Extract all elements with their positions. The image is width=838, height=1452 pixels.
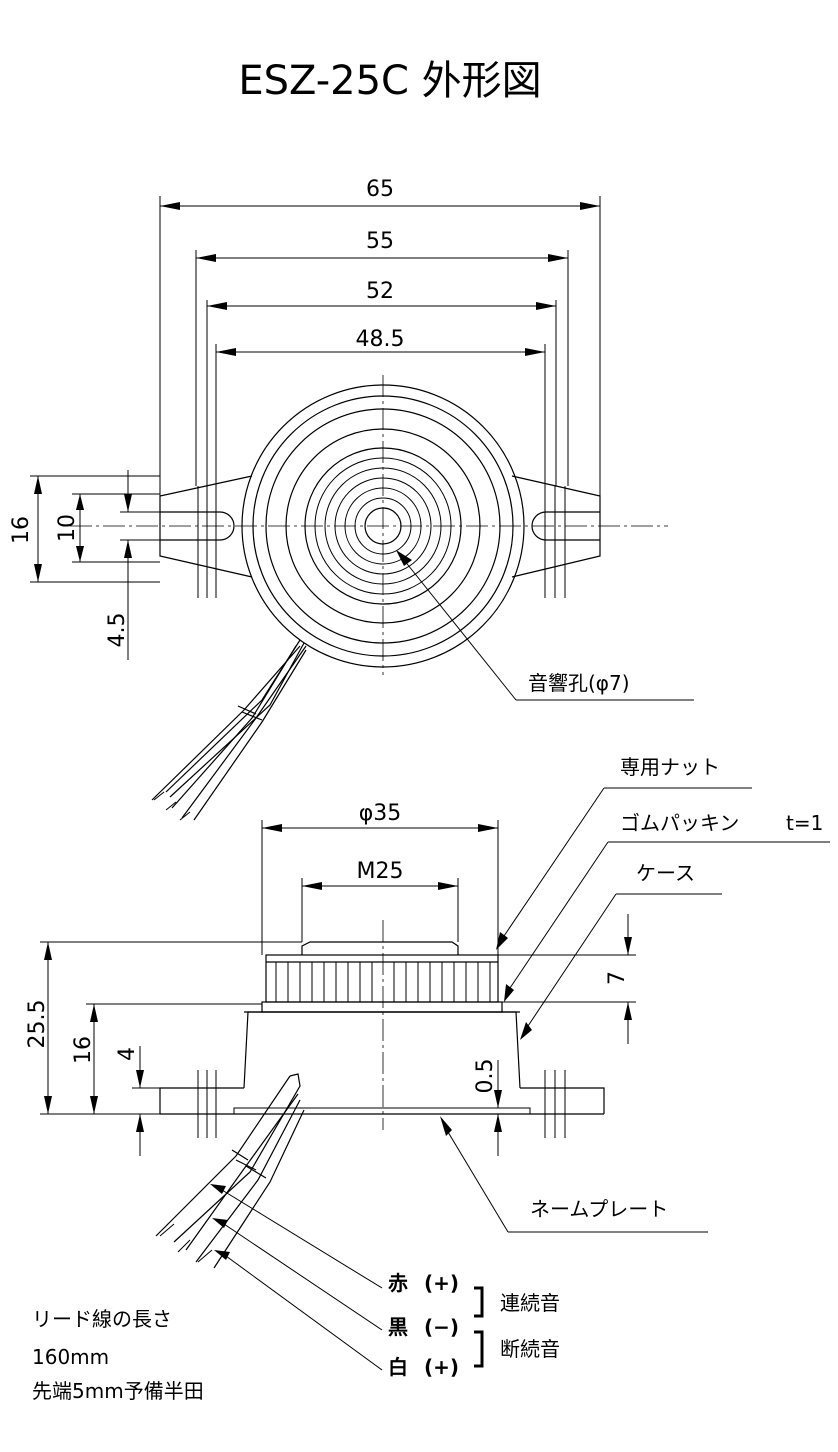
wire-red-label: 赤	[388, 1271, 408, 1295]
dim-7-label: 7	[605, 971, 630, 985]
top-view: 65 55 52 48.5	[9, 177, 694, 821]
dim-height-25-5: 25.5	[25, 941, 302, 1115]
lead-note-line2: 160mm	[32, 1345, 109, 1369]
lead-wires-top	[151, 639, 307, 821]
dim-m25-label: M25	[357, 859, 404, 884]
dim-16-side-label: 16	[71, 1036, 96, 1064]
continuous-tone-label: 連続音	[500, 1291, 560, 1315]
nut-knurl	[275, 962, 491, 1002]
dim-10-label: 10	[55, 514, 80, 542]
dim-55-label: 55	[366, 229, 394, 254]
dim-25-5-label: 25.5	[25, 1000, 50, 1049]
wire-leaders	[210, 1184, 383, 1371]
dim-65-label: 65	[366, 177, 394, 202]
wire-white-label: 白	[388, 1355, 408, 1379]
callout-nameplate: ネームプレート	[440, 1116, 708, 1233]
dim-width-52: 52	[206, 279, 557, 486]
callout-case: ケース	[520, 861, 722, 1040]
case-label: ケース	[636, 861, 695, 885]
dim-thread-m25: M25	[301, 859, 459, 942]
dim-diameter-35: φ35	[261, 801, 499, 955]
dim-0-5-label: 0.5	[473, 1059, 498, 1094]
dim-width-65: 65	[159, 177, 601, 496]
dim-height-16: 16	[9, 475, 160, 583]
intermittent-tone-label: 断続音	[500, 1337, 560, 1361]
dim-4-5-label: 4.5	[105, 613, 130, 648]
wire-labels: 赤 (+) 黒 (−) 白 (+) 連続音 断続音	[388, 1271, 560, 1379]
callout-nut: 専用ナット	[496, 755, 752, 950]
dim-width-48-5: 48.5	[215, 327, 546, 486]
dim-16-label: 16	[9, 516, 34, 544]
dim-height-10: 10	[55, 493, 160, 563]
lead-note-line1: リード線の長さ	[32, 1307, 172, 1331]
lead-wires-side	[155, 1073, 305, 1269]
packing-label: ゴムパッキン	[620, 811, 739, 835]
dim-52-label: 52	[366, 279, 394, 304]
nut-label: 専用ナット	[620, 755, 720, 779]
dim-4-label: 4	[115, 1047, 140, 1061]
dim-height-0-5: 0.5	[473, 1059, 530, 1156]
drawing-title: ESZ-25C 外形図	[238, 58, 541, 104]
lead-note-line3: 先端5mm予備半田	[32, 1379, 204, 1403]
dim-height-4: 4	[115, 1046, 160, 1156]
sound-hole-label: 音響孔(φ7)	[528, 671, 630, 695]
packing-thickness-label: t=1	[786, 811, 823, 835]
wire-red-polarity: (+)	[424, 1271, 459, 1295]
dim-height-16-side: 16	[71, 1003, 262, 1114]
dim-35-label: φ35	[359, 801, 402, 826]
nameplate-label: ネームプレート	[530, 1197, 668, 1221]
lead-length-note: リード線の長さ 160mm 先端5mm予備半田	[32, 1307, 204, 1403]
wire-black-polarity: (−)	[424, 1315, 459, 1339]
wire-white-polarity: (+)	[424, 1355, 459, 1379]
dim-height-7: 7	[498, 914, 636, 1044]
callout-packing: ゴムパッキン t=1	[504, 811, 830, 1002]
callout-sound-hole: 音響孔(φ7)	[396, 550, 694, 701]
dim-48-5-label: 48.5	[356, 327, 405, 352]
dim-width-55: 55	[195, 229, 569, 486]
dim-height-4-5: 4.5	[105, 470, 200, 660]
side-view: φ35 M25 25.5 16	[25, 755, 830, 1403]
wire-black-label: 黒	[388, 1315, 408, 1339]
